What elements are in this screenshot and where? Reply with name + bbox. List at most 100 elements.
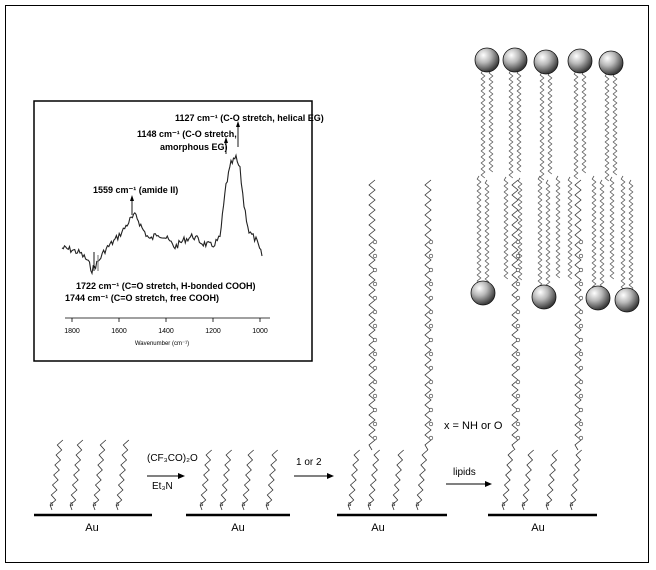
lipid-headgroup <box>585 285 611 311</box>
sulfur-atom: S <box>416 502 420 508</box>
ether-oxygen <box>578 393 584 399</box>
ether-oxygen <box>428 309 434 315</box>
ether-oxygen <box>428 281 434 287</box>
x-tick-label: 1600 <box>111 328 127 335</box>
lipid-tail <box>573 70 579 180</box>
lipid-tail <box>517 177 523 281</box>
ether-oxygen <box>578 337 584 343</box>
ether-oxygen <box>578 421 584 427</box>
ether-oxygen <box>578 295 584 301</box>
lipid-tail <box>545 179 551 289</box>
ether-oxygen <box>372 337 378 343</box>
lipid-headgroup <box>474 47 500 73</box>
ethylene-glycol-chain <box>424 179 432 451</box>
lipid-tail <box>612 72 618 176</box>
ether-oxygen <box>578 379 584 385</box>
gold-substrates: Au Au Au Au <box>34 513 597 534</box>
lipid-headgroup <box>533 49 559 75</box>
lipid-tail <box>604 72 610 182</box>
ether-oxygen <box>428 393 434 399</box>
x-tick-label: 1400 <box>158 328 174 335</box>
au-label-1: Au <box>85 522 98 534</box>
sulfur-atom: S <box>570 502 574 508</box>
sulfur-atom: S <box>502 502 506 508</box>
figure-frame <box>5 5 649 563</box>
ether-oxygen <box>515 309 521 315</box>
ethylene-glycol-chain <box>368 179 376 451</box>
ether-oxygen <box>372 407 378 413</box>
sulfur-atom: S <box>546 502 550 508</box>
sulfur-atom: S <box>116 502 120 508</box>
tethered-chain <box>569 449 582 511</box>
ether-oxygen <box>515 253 521 259</box>
lipid-headgroup <box>598 50 624 76</box>
arrowhead-step-1 <box>178 473 185 479</box>
arrowhead-step-2 <box>327 473 334 479</box>
ether-oxygen <box>372 393 378 399</box>
ether-oxygen <box>578 407 584 413</box>
lipid-tail <box>599 179 605 289</box>
au-label-4: Au <box>531 522 544 534</box>
ether-oxygen <box>578 323 584 329</box>
ether-oxygen <box>515 295 521 301</box>
sulfur-atom: S <box>93 502 97 508</box>
ether-oxygen <box>515 421 521 427</box>
ether-oxygen <box>578 281 584 287</box>
annotation-1148-line1: 1148 cm⁻¹ (C-O stretch, <box>137 129 237 139</box>
reaction-arrows: (CF₃CO)₂O Et₃N 1 or 2 lipids <box>147 453 492 492</box>
lipid-tail <box>620 175 626 291</box>
ether-oxygen <box>515 351 521 357</box>
ether-oxygen <box>372 281 378 287</box>
lipid-headgroup <box>567 48 593 74</box>
ether-oxygen <box>578 351 584 357</box>
lipid-headgroup <box>614 287 640 313</box>
x-tick-label: 1800 <box>64 328 80 335</box>
lipid-bilayer <box>470 47 640 313</box>
step-3-label: lipids <box>453 467 476 478</box>
annotation-1744: 1744 cm⁻¹ (C=O stretch, free COOH) <box>65 293 219 303</box>
anhydride-chain <box>219 449 232 511</box>
ether-oxygen <box>372 421 378 427</box>
spectrum-plot <box>61 153 263 276</box>
ether-oxygen <box>428 421 434 427</box>
lipid-tail <box>547 71 553 175</box>
lipid-tail <box>484 179 490 283</box>
ether-oxygen <box>428 365 434 371</box>
ether-oxygen <box>515 393 521 399</box>
sulfur-atom: S <box>392 502 396 508</box>
arrowhead-step-3 <box>485 481 492 487</box>
tethered-chain <box>521 449 534 511</box>
x-tick-label: 1000 <box>252 328 268 335</box>
lipid-tail <box>539 71 545 181</box>
ether-oxygen <box>515 435 521 441</box>
ether-oxygen <box>515 337 521 343</box>
inset-border <box>33 100 313 362</box>
ether-oxygen <box>515 267 521 273</box>
alkanethiol-chain <box>92 439 107 511</box>
ethylene-glycol-chain <box>511 179 519 451</box>
ether-oxygen <box>372 295 378 301</box>
ether-oxygen <box>428 337 434 343</box>
ethylene-glycol-chain <box>574 179 582 451</box>
au-label-2: Au <box>231 522 244 534</box>
tethered-chain <box>545 449 558 511</box>
lipid-tail <box>488 69 494 173</box>
tethered-chain <box>501 449 514 511</box>
au-label-3: Au <box>371 522 384 534</box>
lipid-tail <box>628 179 634 292</box>
ether-oxygen <box>428 351 434 357</box>
ether-oxygen <box>372 351 378 357</box>
ether-oxygen <box>372 309 378 315</box>
ether-oxygen <box>428 295 434 301</box>
spectrum-trace <box>61 153 263 276</box>
ether-oxygen <box>578 239 584 245</box>
ether-oxygen <box>578 253 584 259</box>
alkanethiol-chain <box>49 439 64 511</box>
arrowhead-1127 <box>236 121 240 127</box>
lipid-tail <box>480 69 486 179</box>
lipid-headgroup <box>470 280 496 306</box>
alkanethiol-chain <box>69 439 84 511</box>
